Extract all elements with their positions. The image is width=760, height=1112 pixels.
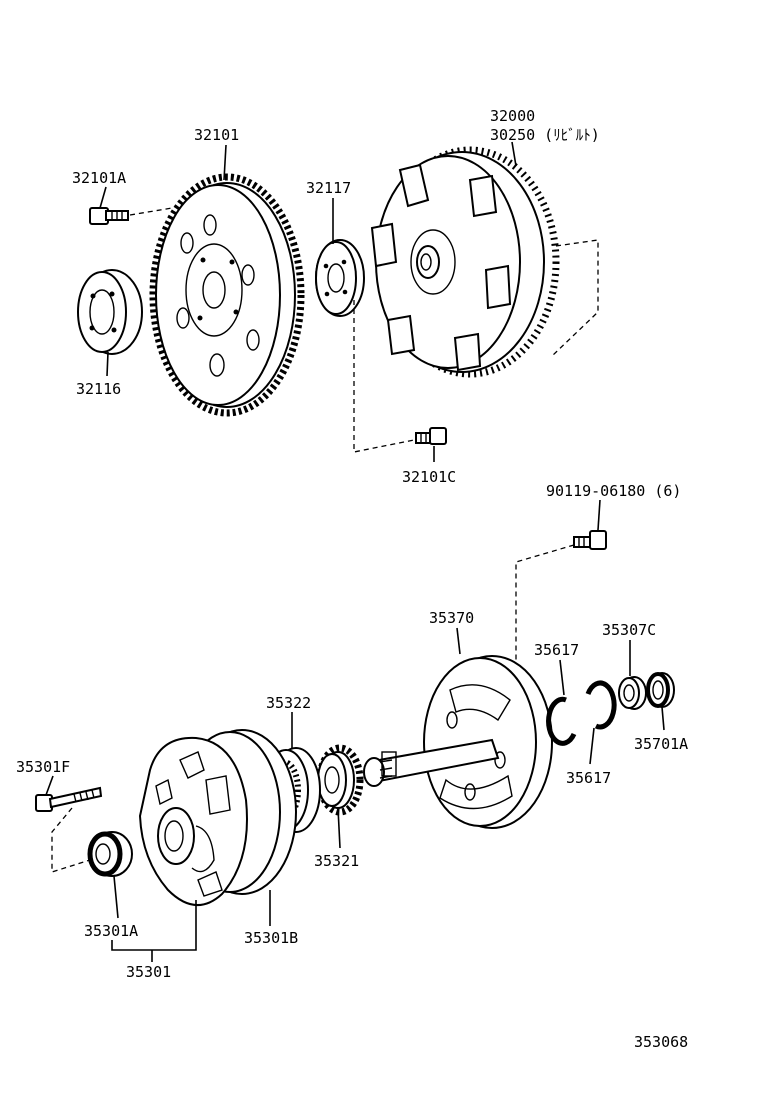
leader-35301A [113, 875, 119, 919]
label-35370: 35370 [429, 609, 474, 627]
leader-32101A-dash [129, 207, 173, 216]
label-32117: 32117 [306, 179, 351, 197]
label-35301F: 35301F [16, 758, 70, 776]
leader-35321 [337, 807, 341, 849]
label-32116: 32116 [76, 380, 121, 398]
leader-35301F-dash [51, 807, 91, 873]
label-32101: 32101 [194, 126, 239, 144]
bracket-35301 [111, 900, 197, 951]
leader-35617-lower [589, 727, 595, 765]
figure-number: 353068 [634, 1033, 688, 1051]
bolt-32101C [415, 427, 447, 445]
label-35301A: 35301A [84, 922, 138, 940]
leader-32101C-dash [353, 300, 415, 453]
label-35301: 35301 [126, 963, 171, 981]
leader-32101 [223, 144, 227, 181]
leader-32101A [99, 186, 107, 209]
label-32101C: 32101C [402, 468, 456, 486]
label-35617-lower: 35617 [566, 769, 611, 787]
leader-90119 [597, 499, 601, 531]
bushing-35307C [618, 676, 647, 710]
label-35307C: 35307C [602, 621, 656, 639]
oil-seal-35301A [87, 831, 133, 877]
drive-plate-32101 [149, 173, 305, 417]
bolt-35301F [35, 786, 103, 812]
label-32000: 32000 [490, 107, 535, 125]
torque-converter-32000 [370, 146, 560, 378]
label-30250: 30250 (ﾘﾋﾞﾙﾄ) [490, 126, 600, 144]
leader-35617-upper [559, 659, 565, 696]
leader-32116 [106, 351, 109, 377]
leader-32000 [511, 141, 517, 167]
label-35321: 35321 [314, 852, 359, 870]
leader-35370 [456, 627, 461, 655]
label-35617-upper: 35617 [534, 641, 579, 659]
snap-ring-35617-upper [546, 696, 577, 746]
spacer-32116 [77, 269, 143, 355]
bolt-90119 [573, 530, 607, 550]
label-35301B: 35301B [244, 929, 298, 947]
driven-gear-35321 [316, 744, 364, 816]
stator-shaft-35370 [363, 655, 553, 829]
oil-seal-35701A [646, 672, 675, 708]
label-35322: 35322 [266, 694, 311, 712]
label-35701A: 35701A [634, 735, 688, 753]
label-90119-06180: 90119-06180 (6) [546, 482, 681, 500]
pump-cover-35301 [138, 736, 248, 907]
leader-35301F [45, 775, 54, 796]
converter-bolt-dash [551, 239, 599, 357]
snap-ring-35617-lower [585, 680, 617, 730]
label-32101A: 32101A [72, 169, 126, 187]
plate-32117 [315, 239, 365, 317]
leader-35701A [661, 706, 665, 731]
bolt-32101A [89, 207, 129, 225]
